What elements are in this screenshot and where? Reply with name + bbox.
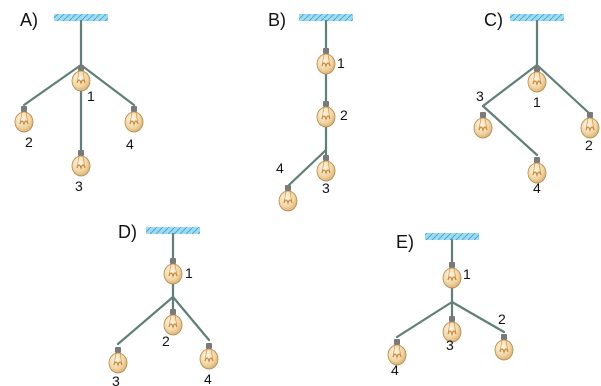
bulb-b-4: [278, 184, 298, 212]
ceiling-b: [299, 14, 353, 21]
bulb-c-1-label: 1: [533, 94, 541, 110]
option-c-label: C): [484, 10, 503, 30]
bulb-d-2-label: 2: [162, 333, 170, 349]
bulb-e-4-label: 4: [391, 362, 399, 378]
bulb-e-2: [494, 333, 514, 361]
bulb-b-1: [316, 47, 336, 75]
bulb-e-1: [442, 261, 462, 289]
option-b-label: B): [268, 10, 286, 30]
option-e-label: E): [396, 232, 414, 252]
wire-a-2: [22, 63, 83, 107]
bulb-d-1-label: 1: [185, 265, 193, 281]
bulb-c-2-label: 2: [585, 137, 593, 153]
bulb-b-3: [316, 154, 336, 182]
bulb-d-3-label: 3: [112, 373, 120, 386]
bulb-a-4: [124, 105, 144, 133]
option-e: E) 1 2 3 4: [387, 232, 514, 378]
bulb-d-2: [163, 308, 183, 336]
bulb-a-2-label: 2: [25, 134, 33, 150]
bulb-c-2: [580, 111, 600, 139]
wire-e-4: [395, 300, 454, 339]
bulb-b-1-label: 1: [337, 55, 345, 71]
wire-b-4: [287, 148, 328, 187]
option-d-label: D): [118, 222, 137, 242]
wire-e-2: [450, 300, 506, 334]
bulb-e-1-label: 1: [463, 266, 471, 282]
wire-c-4: [481, 104, 539, 157]
option-b: B) 1 2 3 4: [268, 10, 353, 212]
ceiling-c: [510, 14, 564, 21]
bulb-a-1-label: 1: [87, 88, 95, 104]
wire-c-left: [481, 63, 539, 108]
option-a: A) 1 2 3 4: [14, 10, 144, 194]
bulb-d-3: [108, 346, 128, 374]
bulb-a-3-label: 3: [75, 178, 83, 194]
bulb-b-4-label: 4: [276, 160, 284, 176]
bulb-c-4-label: 4: [533, 180, 541, 196]
wire-d-3: [116, 295, 175, 346]
bulb-a-4-label: 4: [126, 136, 134, 152]
bulb-a-2: [14, 105, 34, 133]
ceiling-e: [425, 233, 479, 240]
option-d: D) 1 2 3 4: [108, 222, 219, 386]
bulb-b-2-label: 2: [340, 107, 348, 123]
ceiling-a: [54, 14, 108, 21]
bulb-b-3-label: 3: [322, 180, 330, 196]
bulb-a-3: [71, 149, 91, 177]
bulb-b-2: [316, 100, 336, 128]
bulb-d-4: [199, 342, 219, 370]
bulb-d-1: [163, 257, 183, 285]
bulb-e-3-label: 3: [446, 337, 454, 353]
bulb-d-4-label: 4: [204, 371, 212, 386]
bulb-c-3-label: 3: [476, 88, 484, 104]
wire-a-4: [79, 63, 136, 107]
wire-d-4: [171, 295, 211, 342]
bulb-c-3: [473, 111, 493, 139]
option-a-label: A): [20, 10, 38, 30]
bulb-e-2-label: 2: [498, 311, 506, 327]
option-c: C) 1 2 3 4: [473, 10, 600, 196]
ceiling-d: [146, 227, 200, 234]
wire-c-2: [535, 63, 592, 116]
